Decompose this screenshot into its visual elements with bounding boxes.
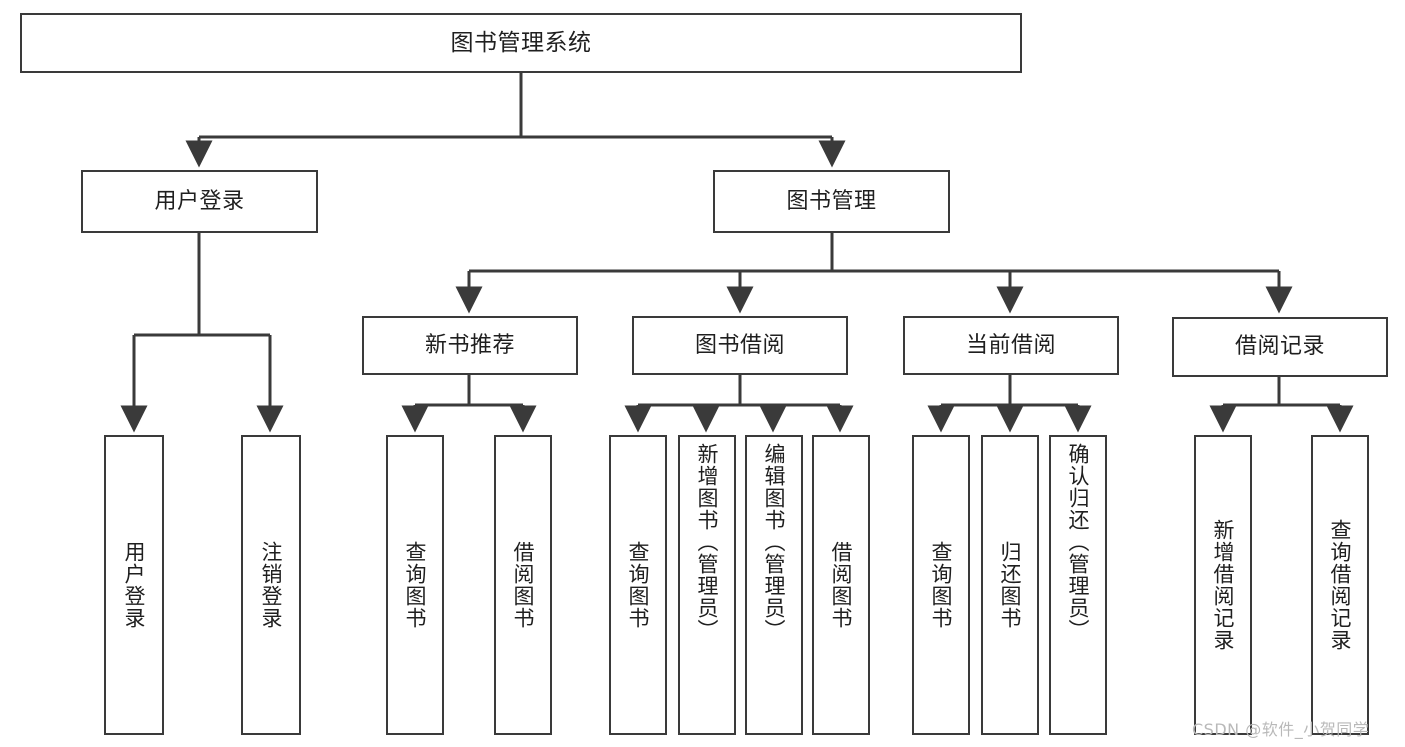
node-leaf-logout[interactable]: 注销登录	[241, 435, 301, 735]
node-leaf-edit-book-admin[interactable]: 编辑图书（管理员）	[745, 435, 803, 735]
node-leaf-query-borrow-record[interactable]: 查询借阅记录	[1311, 435, 1369, 735]
node-leaf-add-borrow-record[interactable]: 新增借阅记录	[1194, 435, 1252, 735]
node-book-borrow[interactable]: 图书借阅	[632, 316, 848, 375]
node-label: 用户登录	[154, 188, 245, 214]
node-label: 借阅记录	[1234, 334, 1325, 360]
node-label: 确认归还（管理员）	[1066, 443, 1091, 641]
node-label: 图书管理系统	[450, 29, 592, 56]
node-leaf-confirm-return-admin[interactable]: 确认归还（管理员）	[1049, 435, 1107, 735]
node-label: 用户登录	[122, 541, 147, 629]
node-current-borrow[interactable]: 当前借阅	[903, 316, 1119, 375]
node-label: 查询图书	[929, 541, 954, 629]
node-borrow-record[interactable]: 借阅记录	[1172, 317, 1388, 377]
node-label: 图书管理	[786, 188, 877, 214]
node-label: 查询图书	[403, 541, 428, 629]
node-book-management[interactable]: 图书管理	[713, 170, 950, 233]
node-label: 借阅图书	[511, 541, 536, 629]
node-label: 当前借阅	[965, 332, 1056, 358]
node-leaf-query-book-recommend[interactable]: 查询图书	[386, 435, 444, 735]
node-leaf-borrow-book-recommend[interactable]: 借阅图书	[494, 435, 552, 735]
node-label: 新增图书（管理员）	[695, 443, 720, 641]
node-leaf-add-book-admin[interactable]: 新增图书（管理员）	[678, 435, 736, 735]
node-label: 注销登录	[259, 541, 284, 629]
node-root-book-management-system[interactable]: 图书管理系统	[20, 13, 1022, 73]
node-label: 查询借阅记录	[1328, 519, 1353, 651]
node-label: 编辑图书（管理员）	[762, 443, 787, 641]
node-leaf-return-book[interactable]: 归还图书	[981, 435, 1039, 735]
node-user-login[interactable]: 用户登录	[81, 170, 318, 233]
node-new-book-recommendation[interactable]: 新书推荐	[362, 316, 578, 375]
node-leaf-borrow-book[interactable]: 借阅图书	[812, 435, 870, 735]
node-label: 新增借阅记录	[1211, 519, 1236, 651]
csdn-watermark: CSDN @软件_小贺同学	[1192, 720, 1370, 739]
node-label: 借阅图书	[829, 541, 854, 629]
node-label: 归还图书	[998, 541, 1023, 629]
node-leaf-query-book-borrow[interactable]: 查询图书	[609, 435, 667, 735]
node-leaf-query-book-current[interactable]: 查询图书	[912, 435, 970, 735]
node-label: 新书推荐	[424, 332, 515, 358]
node-label: 查询图书	[626, 541, 651, 629]
node-label: 图书借阅	[694, 332, 785, 358]
node-leaf-user-login[interactable]: 用户登录	[104, 435, 164, 735]
